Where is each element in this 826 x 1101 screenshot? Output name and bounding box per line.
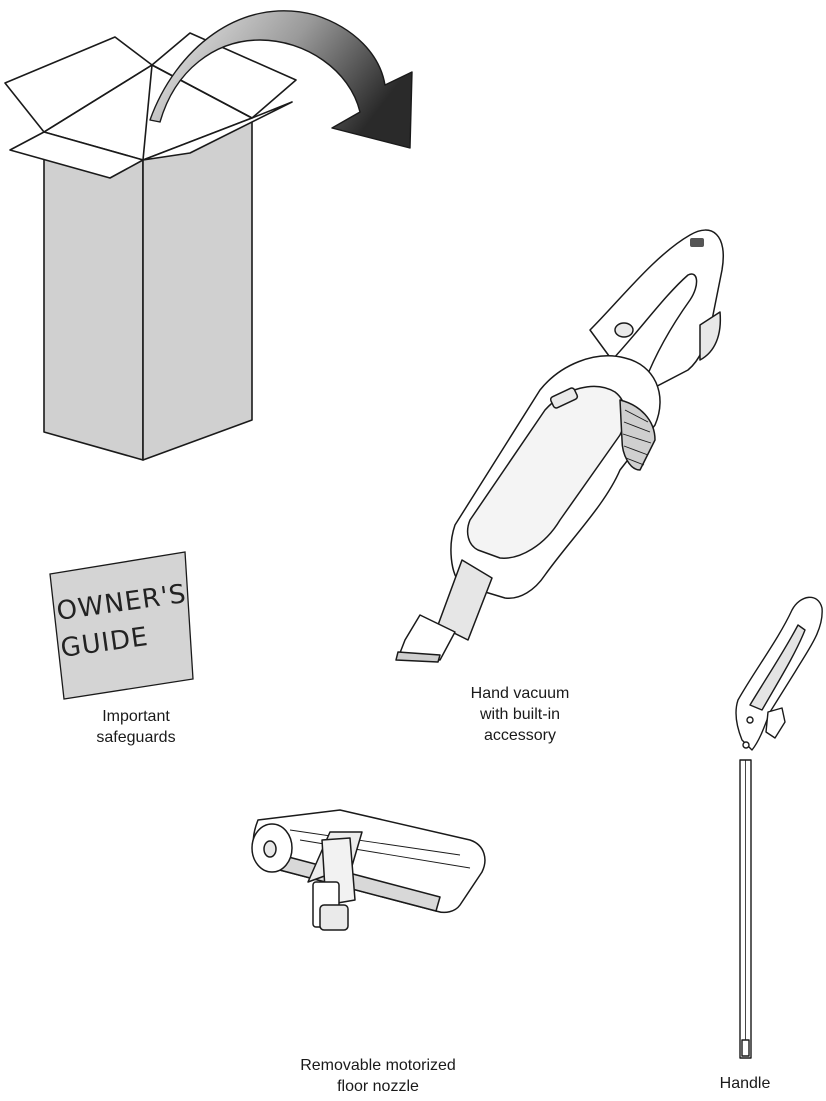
floor-nozzle-caption-line2: floor nozzle: [337, 1078, 419, 1095]
floor-nozzle-caption: Removable motorized floor nozzle: [263, 1055, 493, 1097]
handle-icon: [735, 596, 823, 1059]
owners-guide-icon: OWNER'S GUIDE: [49, 551, 194, 700]
handle-caption: Handle: [719, 1075, 771, 1092]
hand-vacuum-caption: Hand vacuum with built-in accessory: [445, 683, 595, 746]
safeguards-caption: Important safeguards: [66, 706, 206, 748]
safeguards-caption-line2: safeguards: [96, 729, 176, 746]
box-icon: [4, 32, 297, 461]
safeguards-caption-line1: Important: [102, 708, 170, 725]
floor-nozzle-caption-line1: Removable motorized: [300, 1057, 456, 1074]
hand-vacuum-caption-line2: with built-in: [479, 706, 561, 723]
hand-vacuum-caption-line3: accessory: [483, 727, 557, 744]
floor-nozzle-icon: [251, 809, 486, 931]
hand-vacuum-icon: [395, 229, 724, 663]
hand-vacuum-caption-line1: Hand vacuum: [470, 685, 570, 702]
arrow-icon: [149, 10, 413, 149]
